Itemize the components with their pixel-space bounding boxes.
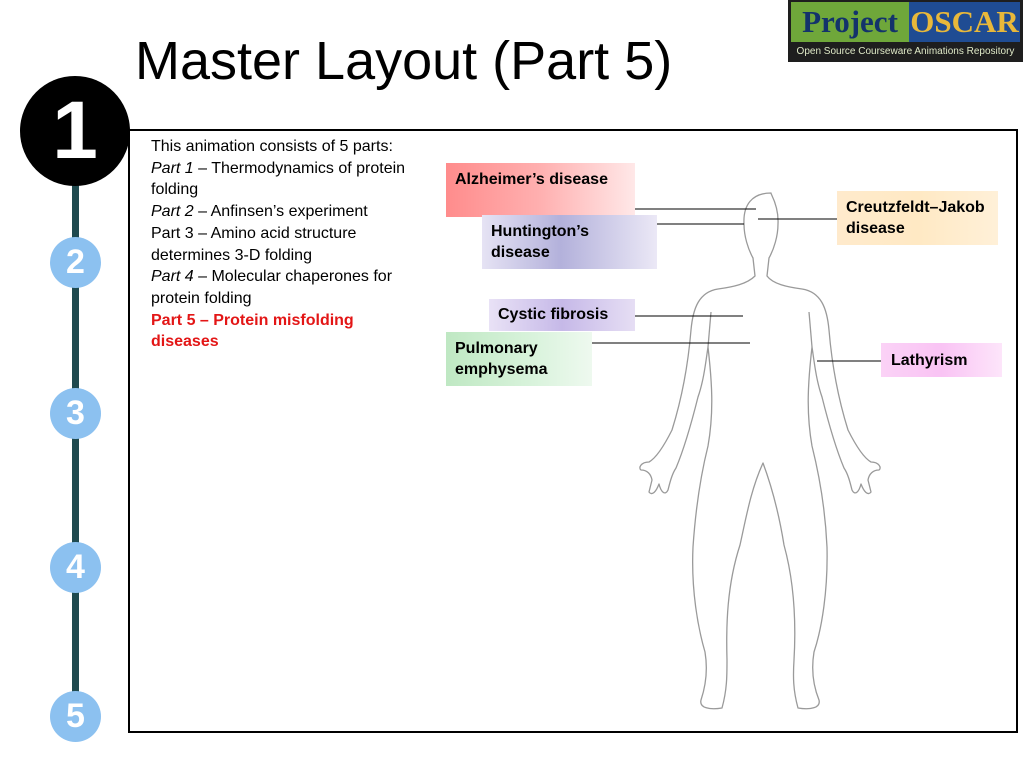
- timeline-line: [72, 180, 79, 725]
- logo-project-text: Project: [791, 2, 909, 42]
- step-2-button[interactable]: 2: [50, 237, 101, 288]
- part-1-label: Part 1: [151, 159, 194, 177]
- step-3-button[interactable]: 3: [50, 388, 101, 439]
- part-3-item: Part 3 – Amino acid structure determines…: [151, 224, 357, 264]
- body-outline: [639, 192, 881, 710]
- project-oscar-logo: Project OSCAR Open Source Courseware Ani…: [788, 0, 1023, 62]
- step-5-button[interactable]: 5: [50, 691, 101, 742]
- label-huntingtons[interactable]: Huntington’s disease: [482, 215, 657, 269]
- step-1-current[interactable]: 1: [20, 76, 130, 186]
- pointer-lines: [592, 208, 881, 362]
- logo-subtitle: Open Source Courseware Animations Reposi…: [796, 46, 1015, 57]
- part-1-item: Part 1 – Thermodynamics of protein foldi…: [151, 158, 416, 201]
- step-4-button[interactable]: 4: [50, 542, 101, 593]
- logo-banner: Project OSCAR: [791, 2, 1020, 42]
- part-4-label: Part 4: [151, 268, 194, 286]
- label-alzheimers[interactable]: Alzheimer’s disease: [446, 163, 635, 217]
- part-1-text: – Thermodynamics of protein folding: [151, 159, 406, 199]
- parts-description: This animation consists of 5 parts: Part…: [151, 136, 416, 353]
- label-lathyrism[interactable]: Lathyrism: [881, 343, 1002, 377]
- page-title: Master Layout (Part 5): [135, 31, 673, 91]
- description-intro: This animation consists of 5 parts:: [151, 138, 393, 155]
- label-creutzfeldt-jakob[interactable]: Creutzfeldt–Jakob disease: [837, 191, 998, 245]
- part-2-text: – Anfinsen’s experiment: [193, 203, 368, 221]
- label-pulmonary-emphysema[interactable]: Pulmonary emphysema: [446, 332, 592, 386]
- logo-oscar-text: OSCAR: [909, 2, 1020, 42]
- part-2-label: Part 2: [151, 203, 194, 221]
- part-2-item: Part 2 – Anfinsen’s experiment: [151, 201, 416, 223]
- part-4-item: Part 4 – Molecular chaperones for protei…: [151, 266, 416, 309]
- label-cystic-fibrosis[interactable]: Cystic fibrosis: [489, 299, 635, 331]
- part-4-text: – Molecular chaperones for protein foldi…: [151, 268, 393, 307]
- part-5-current-item: Part 5 – Protein misfolding diseases: [151, 311, 354, 351]
